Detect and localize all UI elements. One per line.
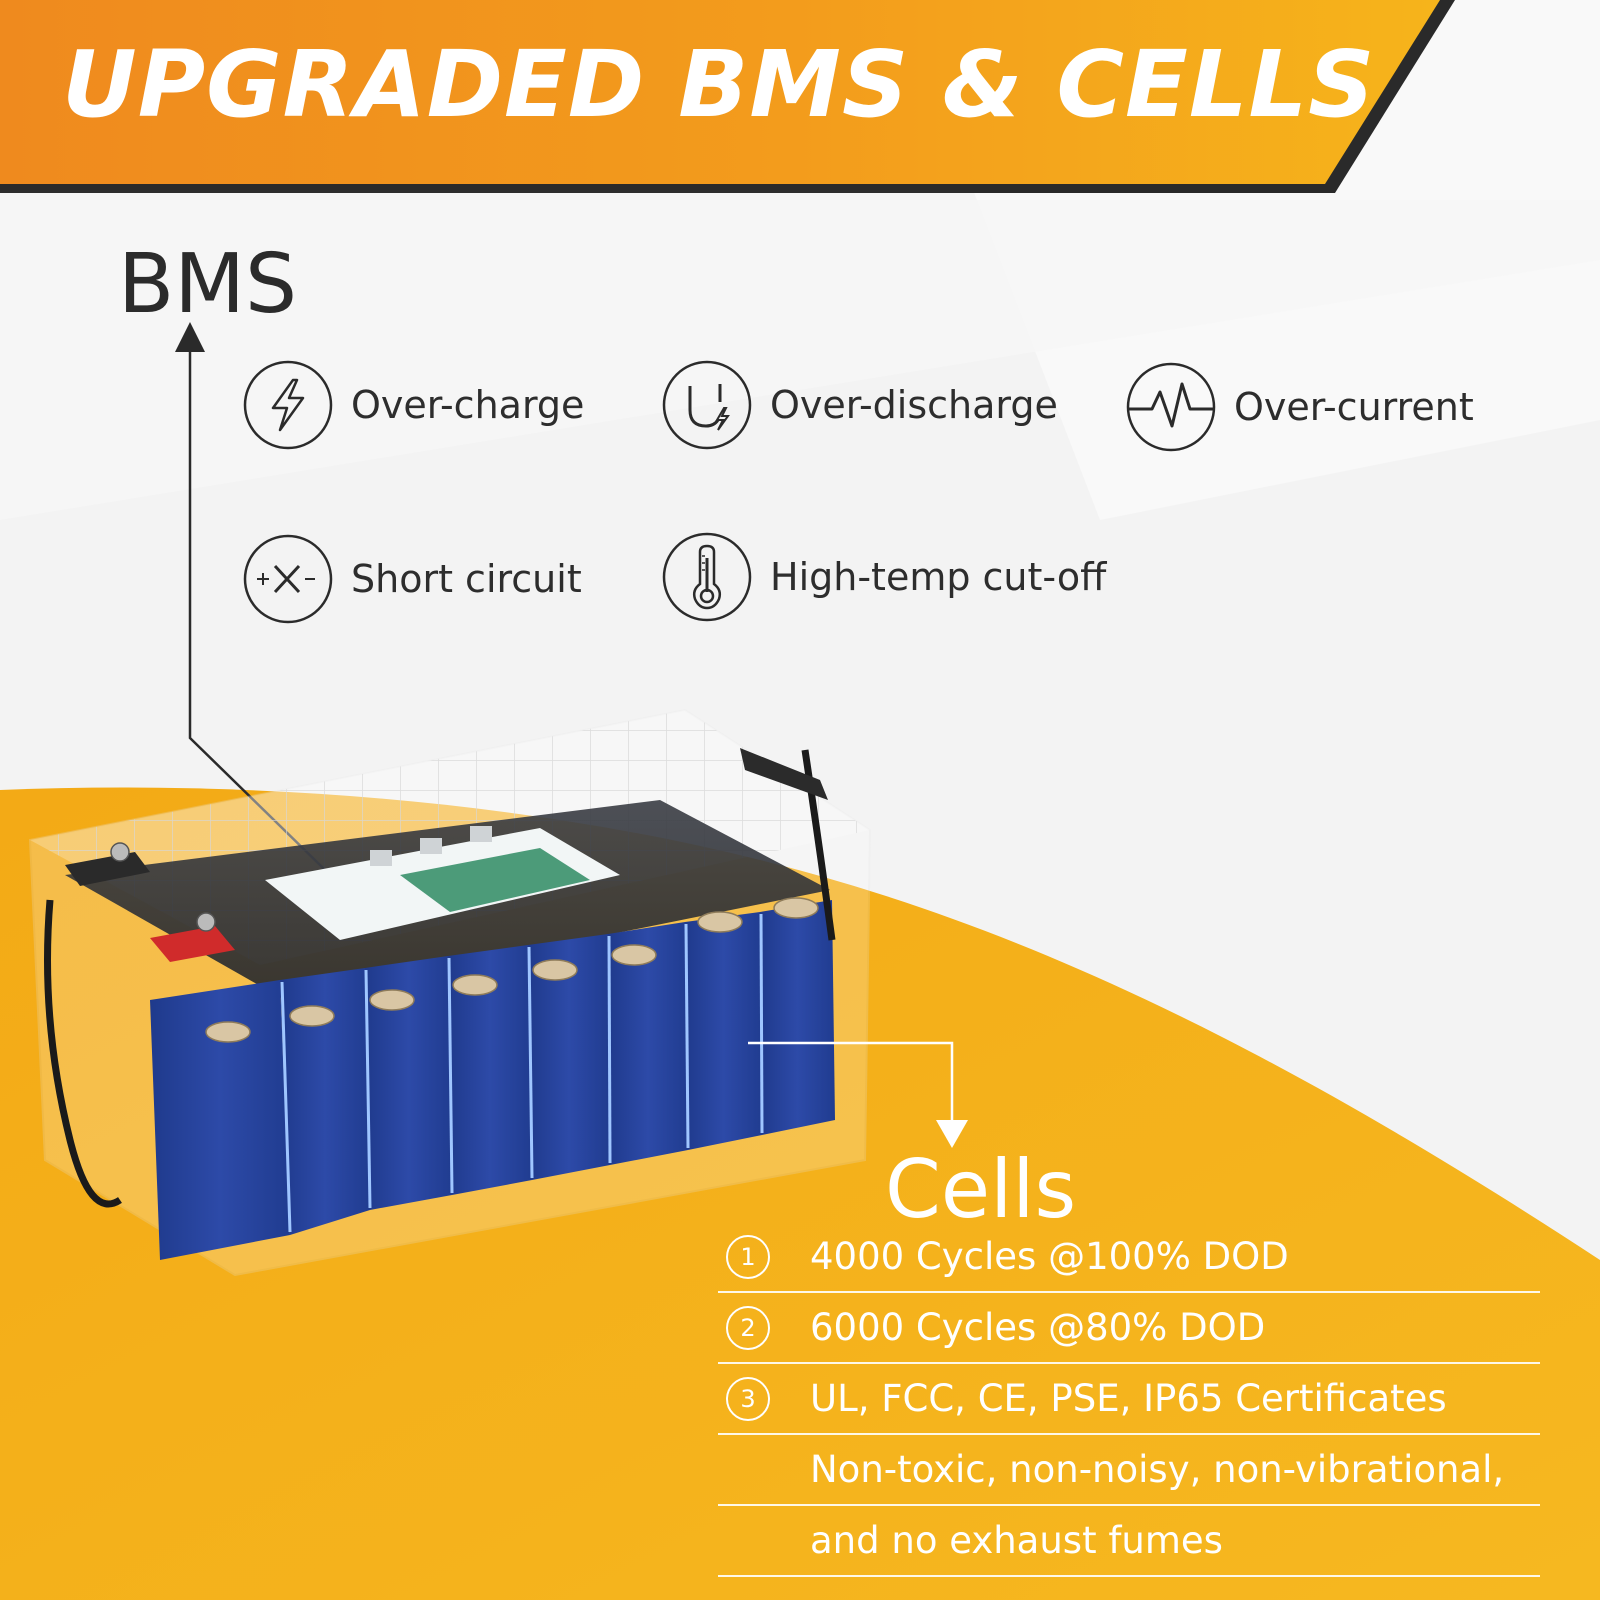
spec-row: 1 4000 Cycles @100% DOD bbox=[718, 1222, 1540, 1293]
feature-label: Over-discharge bbox=[770, 383, 1058, 427]
spec-row: Non-toxic, non-noisy, non-vibrational, bbox=[718, 1435, 1540, 1506]
spec-number-badge: 1 bbox=[726, 1234, 770, 1279]
feature-label: Over-charge bbox=[351, 383, 585, 427]
spec-number-badge bbox=[726, 1448, 770, 1492]
spec-row: 3 UL, FCC, CE, PSE, IP65 Certificates bbox=[718, 1364, 1540, 1435]
spec-number-badge: 3 bbox=[726, 1376, 770, 1421]
spec-row: 2 6000 Cycles @80% DOD bbox=[718, 1293, 1540, 1364]
spec-number-badge: 2 bbox=[726, 1305, 770, 1350]
feature-over-current: Over-current bbox=[1126, 362, 1474, 452]
banner-title: UPGRADED BMS & CELLS bbox=[62, 31, 1376, 138]
feature-short-circuit: Short circuit bbox=[243, 534, 582, 624]
feature-label: High-temp cut-off bbox=[770, 555, 1107, 599]
spec-text: and no exhaust fumes bbox=[810, 1519, 1223, 1562]
spec-number-badge bbox=[726, 1519, 770, 1563]
spec-text: 6000 Cycles @80% DOD bbox=[810, 1306, 1266, 1349]
feature-label: Over-current bbox=[1234, 385, 1474, 429]
pulse-icon bbox=[1126, 362, 1216, 452]
thermometer-icon bbox=[662, 532, 752, 622]
magnet-icon bbox=[662, 360, 752, 450]
battery-illustration bbox=[28, 708, 872, 1277]
bms-label: BMS bbox=[118, 237, 298, 332]
spec-text: UL, FCC, CE, PSE, IP65 Certificates bbox=[810, 1377, 1447, 1420]
spec-text: 4000 Cycles @100% DOD bbox=[810, 1235, 1289, 1278]
cells-label: Cells bbox=[885, 1143, 1077, 1236]
cells-spec-list: 1 4000 Cycles @100% DOD 2 6000 Cycles @8… bbox=[718, 1222, 1540, 1577]
spec-text: Non-toxic, non-noisy, non-vibrational, bbox=[810, 1448, 1505, 1491]
feature-label: Short circuit bbox=[351, 557, 582, 601]
cross-icon bbox=[243, 534, 333, 624]
spec-row: and no exhaust fumes bbox=[718, 1506, 1540, 1577]
feature-high-temp: High-temp cut-off bbox=[662, 532, 1106, 622]
lightning-icon bbox=[243, 360, 333, 450]
feature-over-charge: Over-charge bbox=[243, 360, 584, 450]
feature-over-discharge: Over-discharge bbox=[662, 360, 1058, 450]
